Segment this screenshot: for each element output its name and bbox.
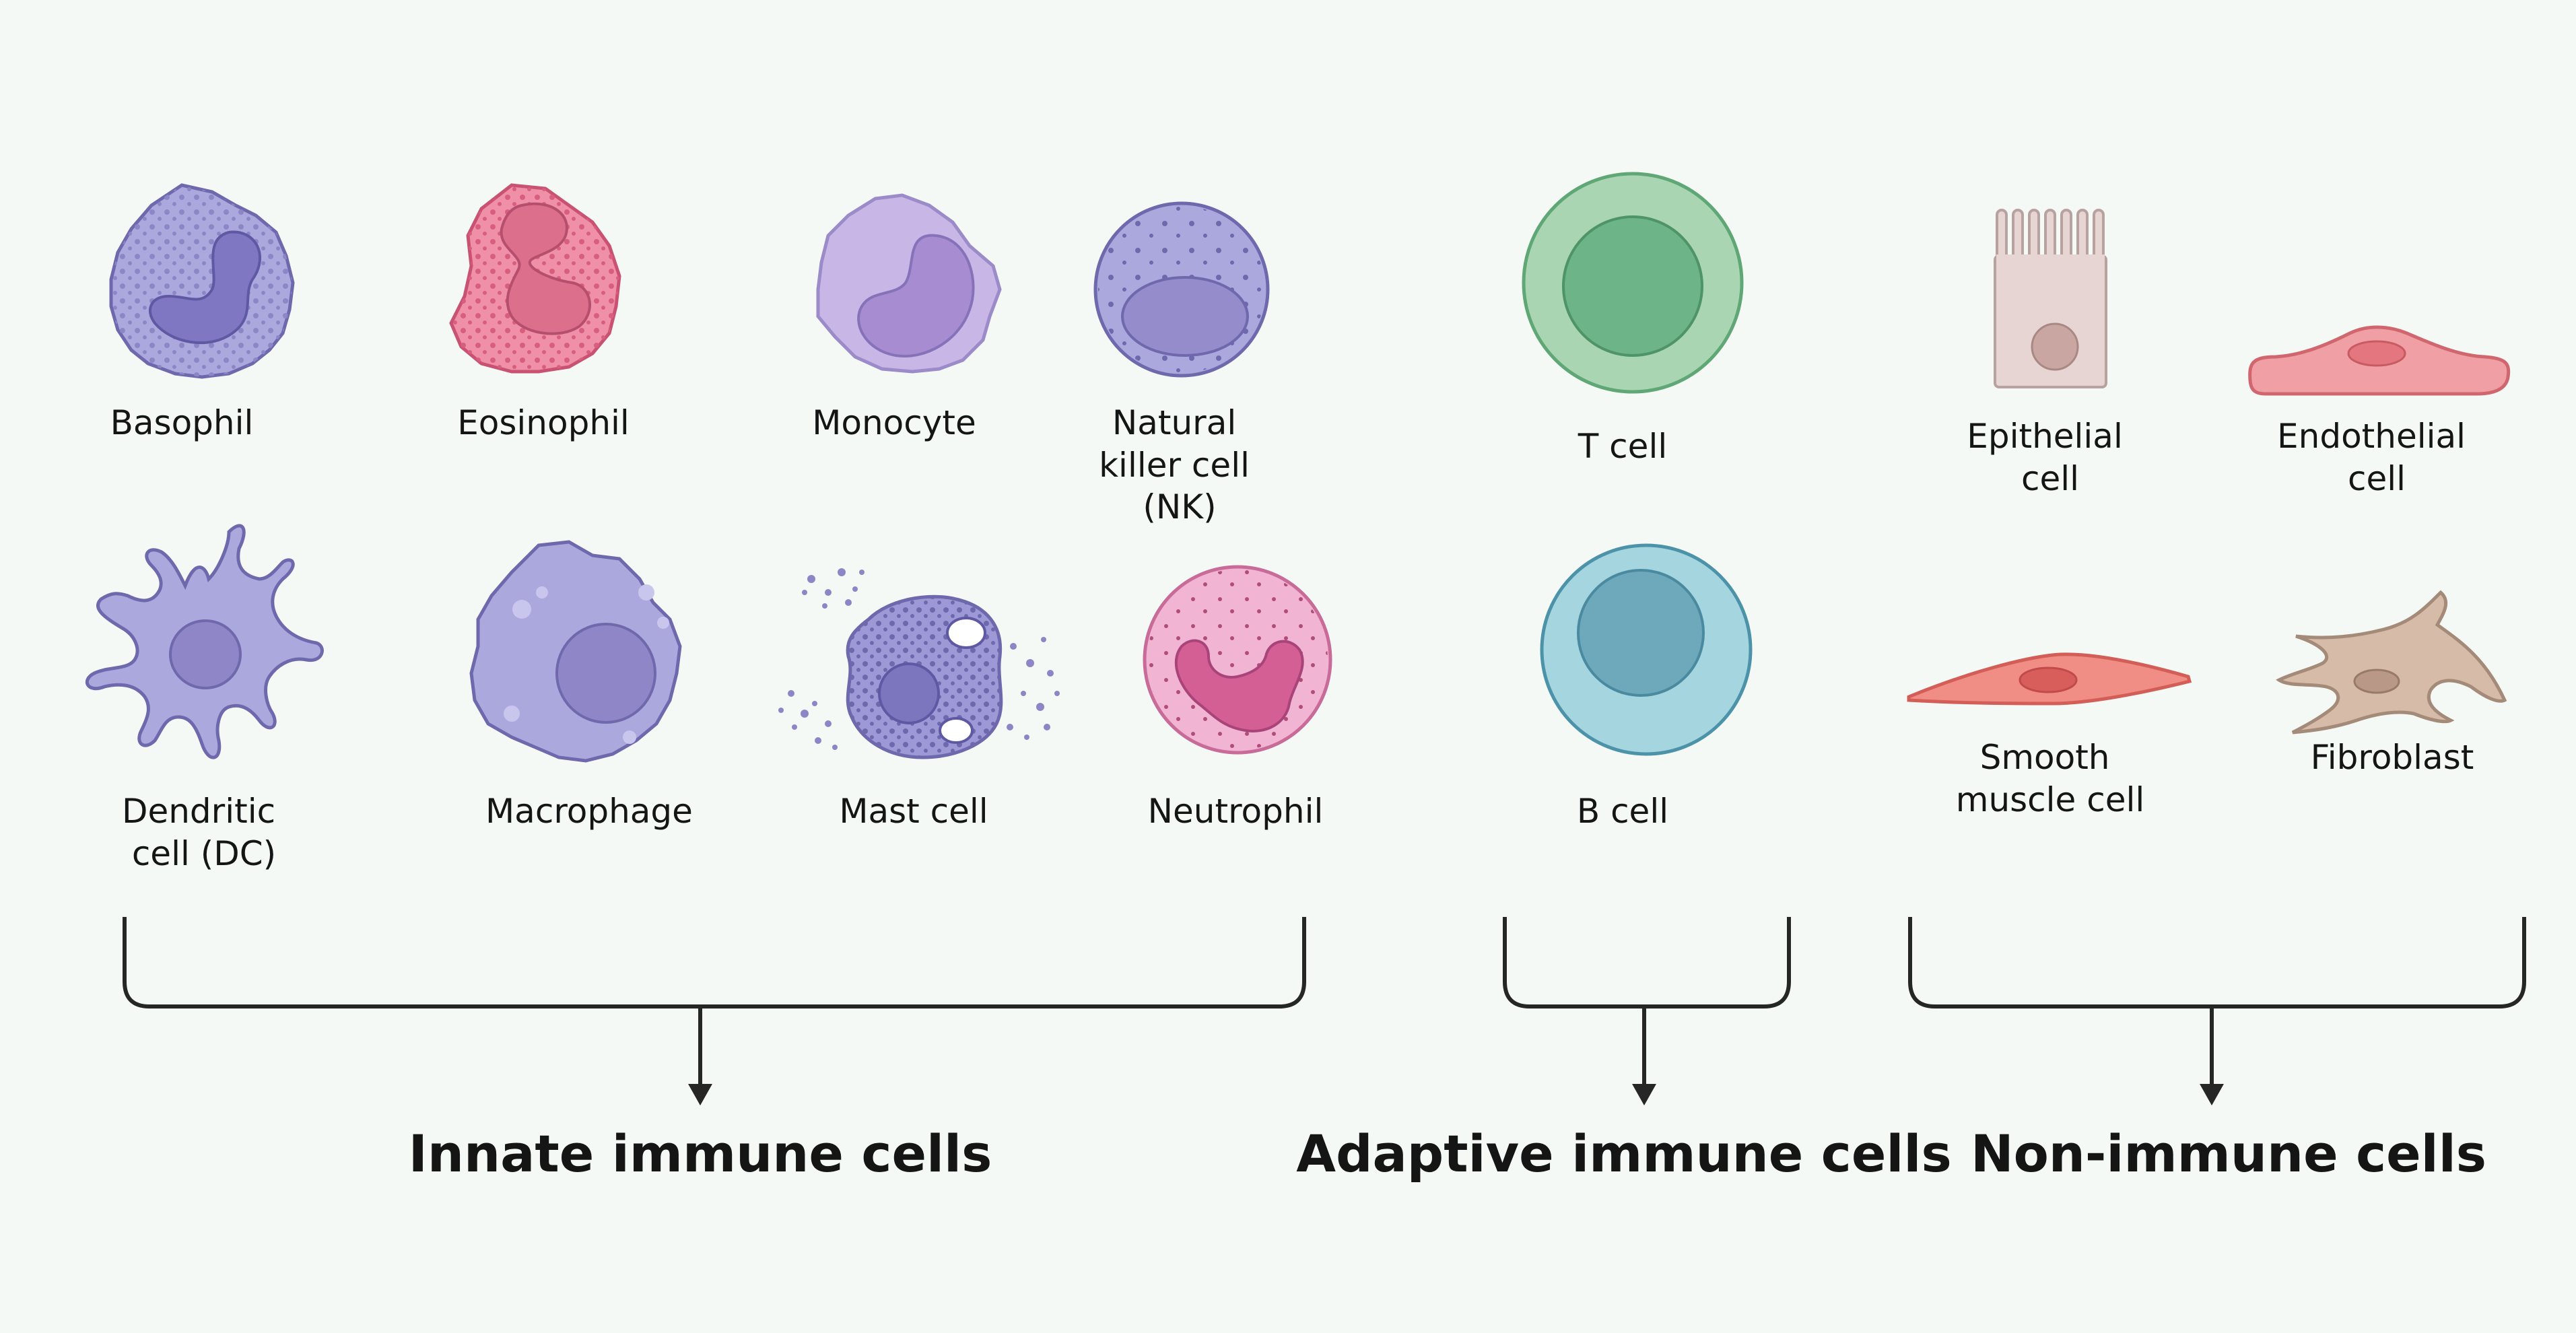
neutrophil-label: Neutrophil — [1148, 792, 1324, 831]
adaptive-immune-cells-label: Adaptive immune cells — [1296, 1124, 1951, 1184]
macrophage-label: Macrophage — [485, 792, 693, 831]
epithelial-cell-label: Epithelial cell — [1967, 417, 2134, 498]
monocyte-cell-icon — [816, 193, 1002, 374]
adaptive-bracket — [1503, 917, 1791, 1105]
mast-cell-label: Mast cell — [839, 792, 988, 831]
b-cell-icon — [1540, 543, 1753, 756]
smooth-muscle-cell-icon — [1907, 652, 2192, 706]
endothelial-cell-label: Endothelial cell — [2277, 417, 2476, 498]
monocyte-label: Monocyte — [812, 403, 976, 442]
mast-cell-icon — [778, 568, 1060, 759]
dendritic-cell-label: Dendritic cell (DC) — [122, 792, 286, 873]
innate-bracket — [123, 917, 1306, 1105]
non-immune-bracket — [1908, 917, 2526, 1105]
b-cell-label: B cell — [1577, 792, 1668, 831]
eosinophil-label: Eosinophil — [457, 403, 630, 442]
basophil-cell-icon — [109, 183, 295, 379]
epithelial-cell-icon — [1994, 209, 2107, 388]
smooth-muscle-cell-label: Smooth muscle cell — [1956, 738, 2145, 819]
t-cell-icon — [1522, 172, 1744, 394]
innate-immune-cells-label: Innate immune cells — [409, 1124, 992, 1184]
fibroblast-label: Fibroblast — [2311, 738, 2474, 777]
t-cell-label: T cell — [1578, 427, 1667, 466]
fibroblast-cell-icon — [2276, 590, 2507, 734]
eosinophil-cell-icon — [449, 183, 621, 374]
basophil-label: Basophil — [110, 403, 254, 442]
nk-cell-label: Natural killer cell (NK) — [1099, 403, 1260, 526]
endothelial-cell-icon — [2248, 325, 2511, 396]
non-immune-cells-label: Non-immune cells — [1971, 1124, 2486, 1184]
dendritic-cell-icon — [85, 524, 324, 759]
nk-cell-icon — [1093, 201, 1270, 378]
macrophage-cell-icon — [469, 540, 682, 763]
neutrophil-cell-icon — [1143, 565, 1332, 755]
